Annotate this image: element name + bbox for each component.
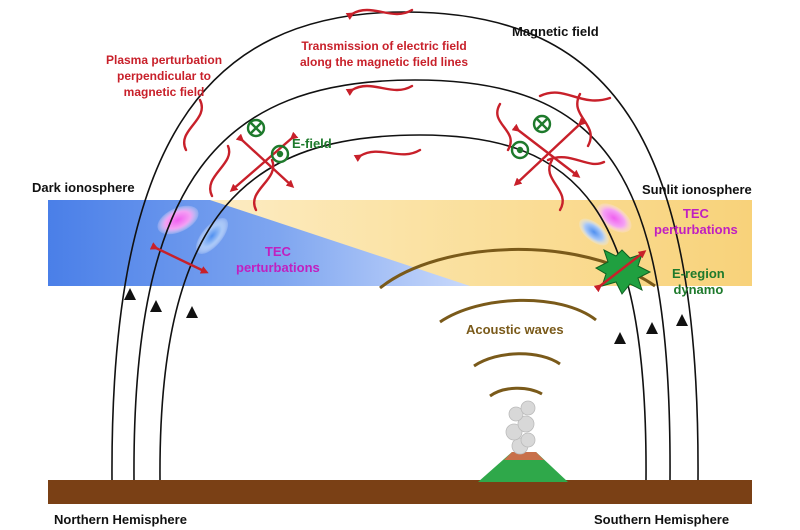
perp-arrow [513, 117, 587, 187]
label-magnetic-field: Magnetic field [512, 24, 599, 39]
field-direction-arrows [124, 288, 688, 344]
label-northern-hemisphere: Northern Hemisphere [54, 512, 187, 527]
acoustic-wave [439, 298, 597, 324]
e-field-into-page-icon [532, 114, 552, 134]
field-arrowhead [150, 300, 162, 312]
eruption-plume-icon [505, 400, 536, 455]
wave-transmission [353, 148, 422, 162]
label-acoustic-waves: Acoustic waves [466, 322, 564, 337]
label-sunlit-ionosphere: Sunlit ionosphere [642, 182, 752, 197]
tec-left-arrow [149, 242, 209, 274]
wave-perpendicular [208, 144, 231, 198]
tec-blob-magenta-right [596, 203, 632, 233]
label-transmission: Transmission of electric field along the… [300, 39, 469, 69]
label-e-region-dynamo: E-region dynamo [672, 266, 725, 297]
label-dark-ionosphere: Dark ionosphere [32, 180, 135, 195]
dynamo-arrow [593, 250, 647, 293]
label-southern-hemisphere: Southern Hemisphere [594, 512, 730, 527]
field-arrowhead [124, 288, 136, 300]
field-arrowhead [676, 314, 688, 326]
wave-transmission [345, 84, 414, 96]
label-plasma-perturbation: Plasma perturbation perpendicular to mag… [106, 53, 223, 99]
volcano-icon [478, 452, 568, 482]
field-arrowhead [614, 332, 626, 344]
wave-perpendicular [496, 102, 512, 152]
label-e-field: E-field [292, 136, 332, 151]
field-arrowhead [646, 322, 658, 334]
e-field-into-page-icon [246, 118, 266, 138]
label-tec-right: TEC perturbations [654, 206, 738, 237]
e-field-out-of-page-icon [510, 140, 530, 160]
wave-perpendicular [576, 92, 592, 148]
ground [48, 480, 752, 504]
tec-blob-blue-right [579, 218, 609, 246]
acoustic-wave [489, 386, 543, 398]
wave-perpendicular [182, 98, 204, 152]
label-tec-left: TEC perturbations [236, 244, 320, 275]
wave-transmission [345, 8, 414, 20]
field-arrowhead [186, 306, 198, 318]
acoustic-wave [473, 352, 561, 368]
e-field-out-of-page-icon [270, 144, 290, 164]
wave-transmission [538, 91, 612, 102]
